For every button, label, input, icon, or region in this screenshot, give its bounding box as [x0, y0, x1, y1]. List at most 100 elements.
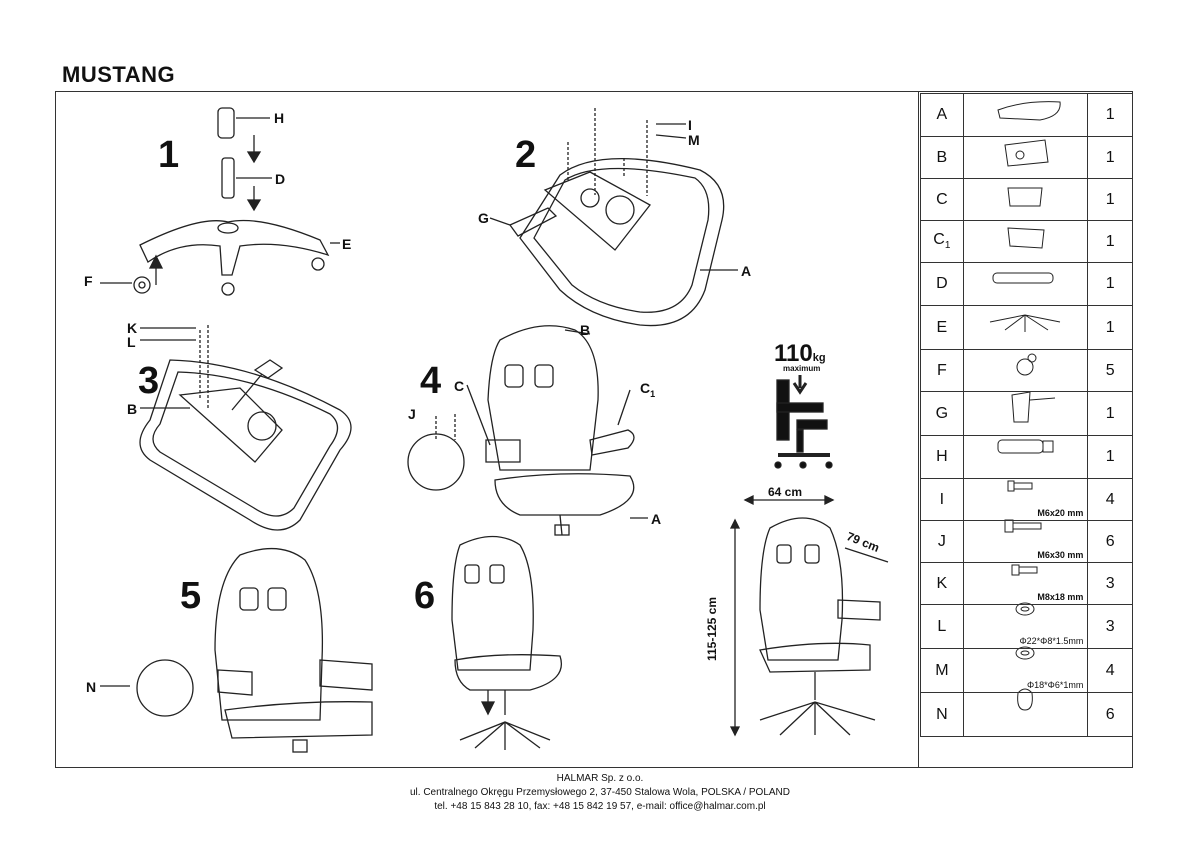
armrest-icon — [962, 220, 1089, 263]
step-number-3: 3 — [138, 360, 160, 402]
label-c: C — [454, 378, 465, 394]
bolt-icon: M8x18 mm — [962, 562, 1089, 605]
part-letter: J — [920, 520, 964, 563]
bolt-icon: M6x30 mm — [962, 520, 1089, 563]
part-quantity: 5 — [1087, 349, 1133, 392]
label-f: F — [84, 273, 93, 289]
part-quantity: 6 — [1087, 520, 1133, 563]
dimension-drawing — [729, 494, 889, 737]
label-i: I — [688, 117, 692, 133]
part-letter: G — [920, 391, 964, 436]
capacity-value: 110kg — [774, 340, 826, 367]
washer-icon: Φ22*Φ8*1.5mm — [962, 604, 1089, 649]
part-letter: M — [920, 648, 964, 693]
bolt-icon: M6x20 mm — [962, 478, 1089, 521]
part-quantity: 4 — [1087, 478, 1133, 521]
part-letter: N — [920, 692, 964, 737]
caster-icon — [962, 349, 1089, 392]
step-number-5: 5 — [180, 575, 202, 617]
armrest-icon — [962, 178, 1089, 221]
step3-drawing — [139, 325, 352, 531]
part-letter: H — [920, 435, 964, 479]
part-spec: Φ18*Φ6*1mm — [1026, 680, 1084, 690]
star-base-icon — [962, 305, 1089, 350]
part-letter: L — [920, 604, 964, 649]
label-l: L — [127, 334, 136, 350]
seat-icon — [962, 93, 1089, 137]
footer-company: HALMAR Sp. z o.o. — [556, 773, 644, 784]
part-spec: M6x30 mm — [1037, 550, 1084, 560]
part-letter: I — [920, 478, 964, 521]
part-quantity: 1 — [1087, 305, 1133, 350]
step4-drawing — [407, 325, 648, 536]
step1-drawing — [100, 107, 340, 296]
parts-divider — [918, 91, 919, 768]
label-c1: C1 — [640, 380, 656, 399]
label-j: J — [408, 406, 416, 422]
part-quantity: 3 — [1087, 604, 1133, 649]
part-letter: E — [920, 305, 964, 350]
mechanism-icon — [962, 391, 1089, 436]
part-spec: M8x18 mm — [1037, 592, 1084, 602]
label-h: H — [274, 110, 285, 126]
part-letter: F — [920, 349, 964, 392]
cylinder-cover-icon — [962, 435, 1089, 479]
step5-drawing — [100, 547, 373, 753]
step2-drawing — [489, 108, 738, 327]
label-b-step4: B — [580, 322, 591, 338]
step-number-2: 2 — [515, 134, 537, 176]
dimension-width: 64 cm — [768, 485, 803, 499]
document-title: MUSTANG — [62, 62, 176, 87]
part-quantity: 1 — [1087, 93, 1133, 137]
part-quantity: 1 — [1087, 262, 1133, 306]
dimension-height: 115-125 cm — [705, 596, 720, 662]
part-quantity: 4 — [1087, 648, 1133, 693]
part-quantity: 6 — [1087, 692, 1133, 737]
part-quantity: 1 — [1087, 220, 1133, 263]
label-m: M — [688, 132, 700, 148]
part-quantity: 1 — [1087, 136, 1133, 179]
label-k: K — [127, 320, 138, 336]
part-letter: C1 — [920, 220, 964, 263]
backrest-icon — [962, 136, 1089, 179]
part-letter: K — [920, 562, 964, 605]
part-letter: A — [920, 93, 964, 137]
parts-row: C1 1 — [920, 220, 1133, 263]
part-spec: Φ22*Φ8*1.5mm — [1019, 636, 1084, 646]
step-number-1: 1 — [158, 134, 180, 176]
part-quantity: 3 — [1087, 562, 1133, 605]
label-a-step4: A — [651, 511, 662, 527]
footer-address: ul. Centralnego Okręgu Przemysłowego 2, … — [409, 787, 790, 798]
step-number-4: 4 — [420, 360, 442, 402]
cap-icon — [962, 692, 1089, 737]
step6-drawing — [451, 535, 562, 750]
part-quantity: 1 — [1087, 391, 1133, 436]
part-letter: B — [920, 136, 964, 179]
footer-contact: tel. +48 15 843 28 10, fax: +48 15 842 1… — [434, 801, 766, 812]
washer-icon: Φ18*Φ6*1mm — [962, 648, 1089, 693]
step-number-6: 6 — [414, 575, 436, 617]
label-b-step3: B — [127, 401, 138, 417]
label-g: G — [478, 210, 489, 226]
label-n: N — [86, 679, 97, 695]
label-e: E — [342, 236, 352, 252]
label-a-step2: A — [741, 263, 752, 279]
part-spec: M6x20 mm — [1037, 508, 1084, 518]
capacity-icon — [774, 375, 833, 469]
capacity-note: maximum — [783, 364, 821, 373]
gas-lift-icon — [962, 262, 1089, 306]
